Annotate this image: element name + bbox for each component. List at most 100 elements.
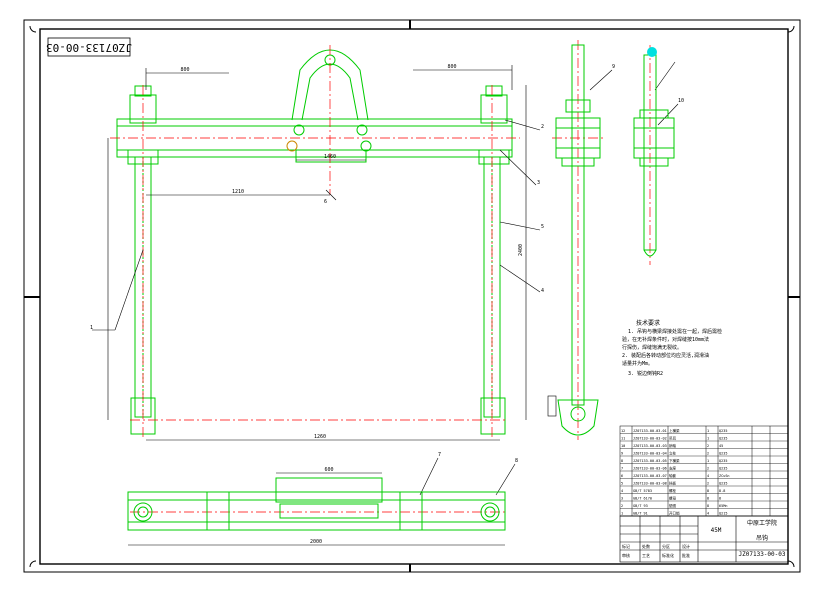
parts-row-index: 9 xyxy=(621,452,623,456)
parts-row-cell: 下横梁 xyxy=(669,458,680,463)
callout-10: 10 xyxy=(678,98,684,104)
parts-row-index: 11 xyxy=(621,437,625,441)
parts-row-cell: 2 xyxy=(707,467,709,471)
centerlines xyxy=(110,40,651,513)
parts-row-index: 12 xyxy=(621,429,625,433)
sheet-border xyxy=(23,19,801,573)
parts-row-cell: Q235 xyxy=(719,459,727,463)
side-view-b xyxy=(633,54,675,257)
parts-row-index: 6 xyxy=(621,474,623,478)
parts-row-index: 4 xyxy=(621,489,623,493)
parts-row-cell: 吊耳 xyxy=(669,436,677,441)
side-view-a xyxy=(547,44,601,436)
title-block xyxy=(619,515,789,563)
parts-row-cell: JZ07133-00-03-05 xyxy=(633,459,667,463)
parts-row-cell: JZ07133-00-03-01 xyxy=(633,429,667,433)
rotated-drawing-number: JZ07133-00-03 xyxy=(46,37,132,57)
dim-top-left: 800 xyxy=(180,67,189,73)
front-view xyxy=(116,49,513,435)
title-block-texts: 45M 中原工学院 吊钩 JZ07133-00-03 xyxy=(711,519,786,558)
signature-labels: 标记处数分区设计审核工艺标准化批准 xyxy=(622,543,690,558)
parts-row-cell: 螺母 xyxy=(669,496,677,501)
parts-row-cell: 销轴 xyxy=(669,443,677,448)
callout-3: 3 xyxy=(537,180,540,186)
parts-row-cell: 上横梁 xyxy=(669,428,680,433)
dim-top-right: 800 xyxy=(447,64,456,70)
notes-heading: 技术要求 xyxy=(636,319,660,327)
signature-label: 标记 xyxy=(622,543,630,549)
parts-row-cell: 垫圈 xyxy=(669,503,677,508)
highlight-marker xyxy=(647,47,657,57)
parts-row-index: 10 xyxy=(621,444,625,448)
callout-2: 2 xyxy=(541,124,544,130)
parts-row-cell: 立柱 xyxy=(669,451,677,456)
title-weight: 45M xyxy=(711,527,722,534)
dim-inner-width: 1210 xyxy=(232,189,244,195)
callout-7: 7 xyxy=(438,452,441,458)
parts-row-cell: GB/T 91 xyxy=(633,512,648,516)
callout-1: 1 xyxy=(90,325,93,331)
parts-row-cell: 轴套 xyxy=(669,473,677,478)
title-company: 中原工学院 xyxy=(747,519,777,527)
signature-label: 处数 xyxy=(642,543,650,549)
dim-height-left: 2400 xyxy=(518,244,524,256)
parts-row-cell: 8 xyxy=(719,497,721,501)
notes-line-6: 3. 锐边倒钝R2 xyxy=(628,370,663,377)
parts-row-cell: JZ07133-00-03-07 xyxy=(633,474,667,478)
parts-row-cell: JZ07133-00-03-03 xyxy=(633,444,667,448)
parts-row-cell: Q235 xyxy=(719,429,727,433)
bottom-view xyxy=(127,477,506,531)
parts-row-cell: GB/T 6170 xyxy=(633,497,652,501)
callout-6: 6 xyxy=(324,199,327,205)
parts-row-cell: Q235 xyxy=(719,437,727,441)
dim-lower-span: 1260 xyxy=(314,434,326,440)
title-drawing-no: JZ07133-00-03 xyxy=(739,551,786,558)
notes-line-2: 验，在无补焊条件时，对焊缝按10mm法 xyxy=(622,336,709,343)
parts-row-cell: Q235 xyxy=(719,482,727,486)
dim-lower-center: 600 xyxy=(324,467,333,473)
notes-line-5: 适量并为Mm。 xyxy=(622,360,653,367)
callout-9: 9 xyxy=(612,64,615,70)
parts-row-cell: 1 xyxy=(707,459,709,463)
parts-row-cell: 65Mn xyxy=(719,504,727,508)
rotated-number-text: JZ07133-00-03 xyxy=(46,41,132,54)
parts-row-cell: ZCuSn xyxy=(719,474,730,478)
parts-row-index: 2 xyxy=(621,504,623,508)
parts-row-cell: 2 xyxy=(707,482,709,486)
title-name: 吊钩 xyxy=(756,534,768,542)
signature-label: 标准化 xyxy=(662,552,674,558)
parts-row-cell: Q215 xyxy=(719,512,727,516)
parts-row-index: 3 xyxy=(621,497,623,501)
parts-row-cell: 8 xyxy=(707,497,709,501)
parts-row-cell: 螺栓 xyxy=(669,488,677,493)
signature-label: 分区 xyxy=(662,543,670,549)
parts-row-cell: 4 xyxy=(707,474,709,478)
signature-label: 批准 xyxy=(682,552,690,558)
parts-row-cell: 挡板 xyxy=(669,481,677,486)
parts-row-cell: JZ07133-00-03-04 xyxy=(633,452,667,456)
parts-row-cell: Q235 xyxy=(719,452,727,456)
parts-row-cell: 开口销 xyxy=(669,511,680,516)
parts-row-cell: GB/T 5783 xyxy=(633,489,652,493)
parts-row-cell: 8.8 xyxy=(719,489,725,493)
parts-row-index: 5 xyxy=(621,482,623,486)
notes-line-3: 行探伤，焊缝饱满无裂纹。 xyxy=(622,344,682,351)
parts-row-cell: 2 xyxy=(707,452,709,456)
notes-line-4: 2. 装配后各转动部位均应灵活,润滑油 xyxy=(622,352,709,359)
dim-top-center: 1460 xyxy=(324,154,336,160)
dim-bottom-width: 2000 xyxy=(310,539,322,545)
signature-label: 审核 xyxy=(622,552,630,558)
parts-row-cell: 4 xyxy=(707,512,709,516)
parts-row-cell: Q235 xyxy=(719,467,727,471)
parts-row-cell: 8 xyxy=(707,504,709,508)
parts-row-index: 8 xyxy=(621,459,623,463)
parts-row-cell: 支座 xyxy=(669,466,677,471)
parts-row-cell: 45 xyxy=(719,444,723,448)
technical-notes: 技术要求 1. 吊钩与横梁焊接处需在一起，焊后需检 验，在无补焊条件时，对焊缝按… xyxy=(622,319,722,377)
callout-5: 5 xyxy=(541,224,544,230)
parts-row-index: 1 xyxy=(621,512,623,516)
parts-row-cell: JZ07133-00-03-06 xyxy=(633,467,667,471)
dimension-texts: 800 800 1210 1260 2000 600 1460 2400 xyxy=(180,64,524,545)
